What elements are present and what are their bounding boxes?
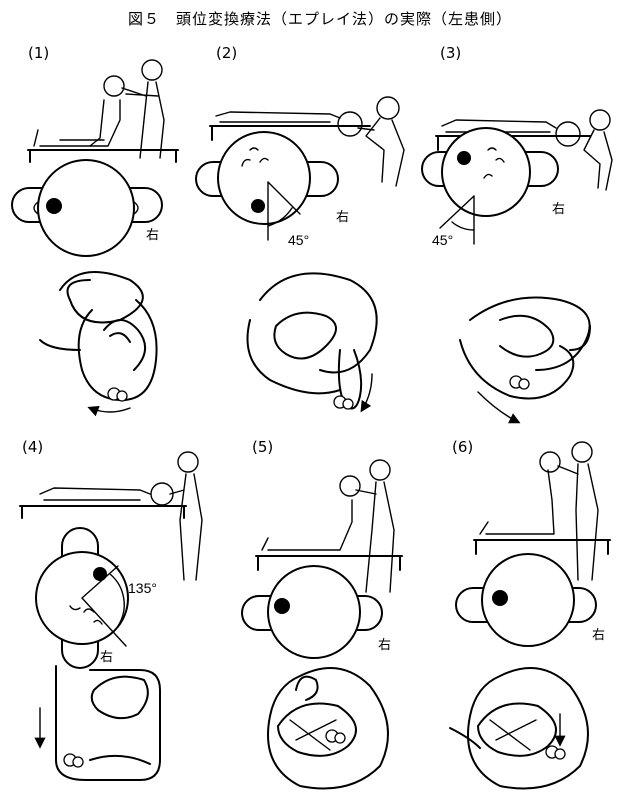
step-label-5: (5)	[252, 438, 274, 456]
angle-label-4: 135°	[128, 580, 157, 596]
step5-head-topview	[241, 565, 383, 659]
direction-label-1: 右	[146, 228, 160, 243]
step2-head-topview	[195, 131, 339, 241]
direction-label-5: 右	[378, 638, 392, 653]
labyrinth-1	[39, 271, 158, 417]
direction-label-2: 右	[336, 210, 350, 225]
labyrinth-6	[449, 667, 589, 790]
step1-head-topview	[11, 159, 163, 257]
angle-label-3: 45°	[432, 232, 454, 248]
step4-head-topview	[35, 527, 129, 669]
step6-head-topview	[455, 553, 597, 647]
step1-bed-figure	[27, 59, 179, 163]
step6-bed-figure	[473, 441, 611, 581]
step-label-3: (3)	[440, 44, 462, 62]
labyrinth-4	[34, 665, 161, 781]
step-label-4: (4)	[22, 438, 44, 456]
labyrinth-5	[267, 667, 389, 790]
step-label-6: (6)	[452, 438, 474, 456]
step5-bed-figure	[255, 459, 403, 593]
figure-title: 図５ 頭位変換療法（エプレイ法）の実際（左患側）	[127, 10, 512, 28]
step-label-1: (1)	[28, 44, 50, 62]
direction-label-4: 右	[100, 650, 114, 665]
direction-label-3: 右	[552, 202, 566, 217]
step2-bed-figure	[209, 96, 405, 187]
angle-label-2: 45°	[288, 232, 310, 248]
labyrinth-2	[246, 272, 378, 413]
step-label-2: (2)	[216, 44, 238, 62]
step4-bed-figure	[19, 451, 203, 581]
labyrinth-3	[459, 296, 591, 424]
step3-bed-figure	[435, 109, 613, 191]
direction-label-6: 右	[592, 628, 606, 643]
step3-head-topview	[421, 127, 559, 245]
